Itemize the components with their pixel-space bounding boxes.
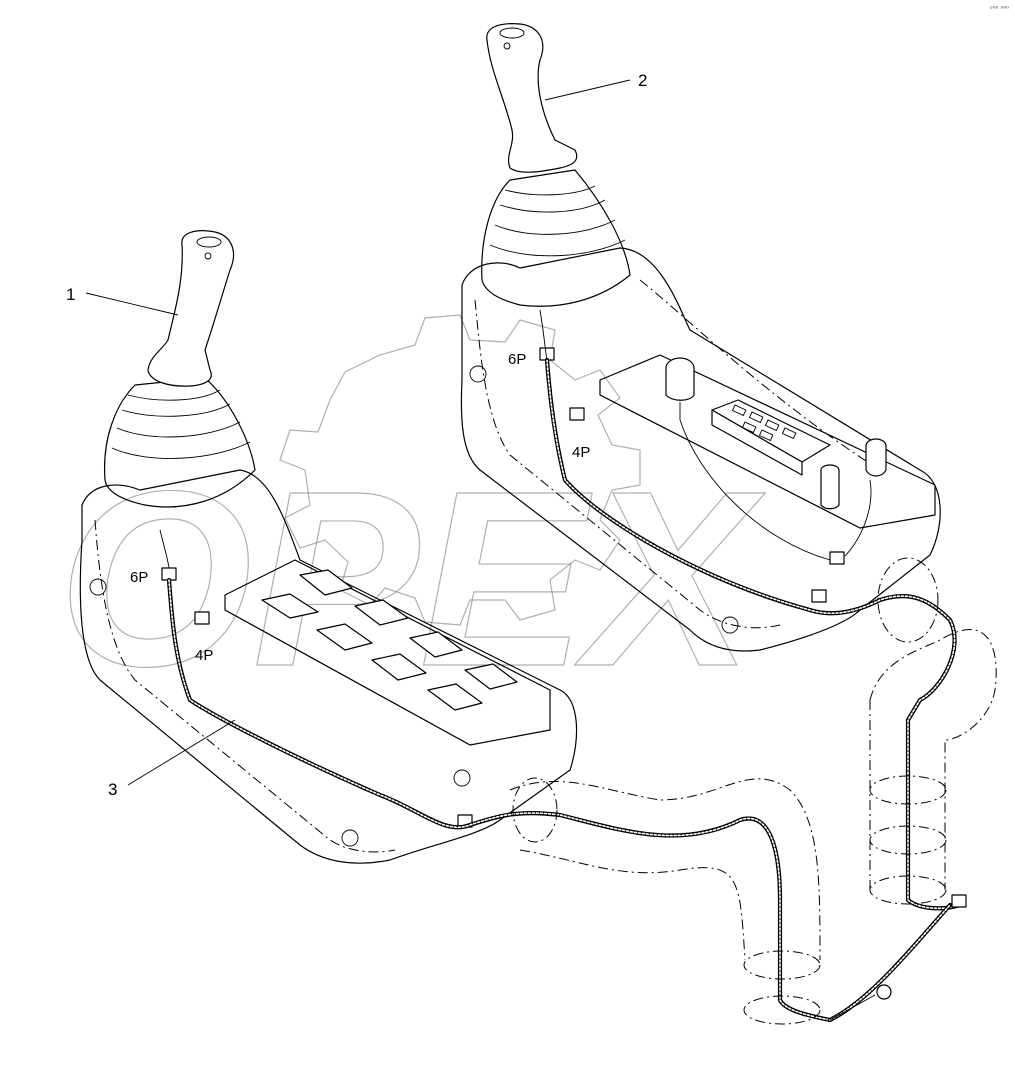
rocker-switch-icon-5 (409, 631, 463, 658)
right-handle-button-icon (499, 27, 525, 39)
rocker-switch-icon-7 (464, 663, 518, 690)
right-joystick-boot (481, 169, 631, 307)
callout-1: 1 (66, 285, 75, 304)
left-plate-edge (224, 609, 471, 746)
left-switch-panel (261, 569, 518, 711)
key-icon-4 (781, 427, 797, 440)
leader-lines (85, 79, 631, 786)
watermark-gear-icon (279, 314, 641, 626)
right-switch-icon (865, 438, 887, 477)
rocker-switch-icon (299, 569, 353, 596)
key-icon-5 (741, 421, 757, 434)
left-console-housing (79, 469, 578, 864)
right-console-housing (460, 247, 941, 652)
right-console (460, 23, 941, 652)
leader-1 (85, 292, 179, 316)
wire-harness (159, 309, 967, 1023)
rocker-switch-icon-4 (316, 623, 373, 651)
rocker-switch-icon-3 (354, 599, 409, 626)
label-right-4p: 4P (572, 444, 590, 461)
left-handle-trigger-icon (204, 252, 212, 260)
right-console-inner-edge (474, 299, 781, 629)
label-right-6p: 6P (508, 351, 526, 368)
right-keypad-body (711, 409, 803, 476)
right-plate-edge (599, 394, 861, 529)
right-boot-ring-4 (504, 185, 596, 196)
right-boot-ring-2 (494, 219, 616, 235)
left-bolt-icon-2 (341, 829, 359, 847)
key-icon-6 (758, 429, 774, 442)
left-boot-ring-4 (127, 389, 221, 401)
key-icon-2 (748, 411, 764, 424)
right-cylinder-icon (820, 464, 840, 510)
left-bolt-icon (89, 578, 107, 596)
key-icon-3 (764, 419, 780, 432)
conduits (509, 557, 997, 1025)
key-icon (731, 404, 747, 417)
leader-3 (127, 719, 236, 786)
callout-2: 2 (638, 71, 647, 90)
left-boot-ring-3 (121, 403, 231, 417)
harness-end-connector (951, 894, 967, 908)
label-left-6p: 6P (130, 569, 148, 586)
right-boot-ring-1 (489, 239, 626, 257)
left-joystick-handle (147, 230, 235, 387)
right-console-rear-edge (639, 279, 881, 471)
right-knob-icon (665, 357, 695, 420)
left-boot-ring-2 (116, 421, 241, 438)
callout-3: 3 (108, 780, 117, 799)
left-joystick-boot (103, 377, 256, 508)
right-4p-connector (569, 407, 585, 421)
right-bottom-connector (829, 551, 845, 565)
corner-mark: ᵒ⁰⁰ ⁰⁰⁰ (989, 5, 1009, 13)
right-joystick-handle (486, 23, 578, 173)
right-bolt-icon-2 (721, 616, 739, 634)
ground-ring-icon (876, 984, 892, 1000)
rocker-switch-icon-2 (261, 593, 319, 619)
right-handle-trigger-icon (503, 42, 511, 50)
right-bottom-connector-2 (811, 589, 827, 603)
leader-2 (544, 79, 631, 101)
left-bolt-icon-3 (453, 769, 471, 787)
right-bolt-icon (469, 365, 487, 383)
left-handle-button-icon (196, 236, 222, 248)
left-4p-connector (194, 611, 210, 625)
label-left-4p: 4P (195, 647, 213, 664)
right-boot-ring-3 (499, 199, 606, 213)
rocker-switch-icon-8 (427, 683, 483, 711)
left-console (79, 230, 578, 864)
rocker-switch-icon-6 (371, 653, 427, 681)
left-boot-ring-1 (111, 441, 251, 459)
